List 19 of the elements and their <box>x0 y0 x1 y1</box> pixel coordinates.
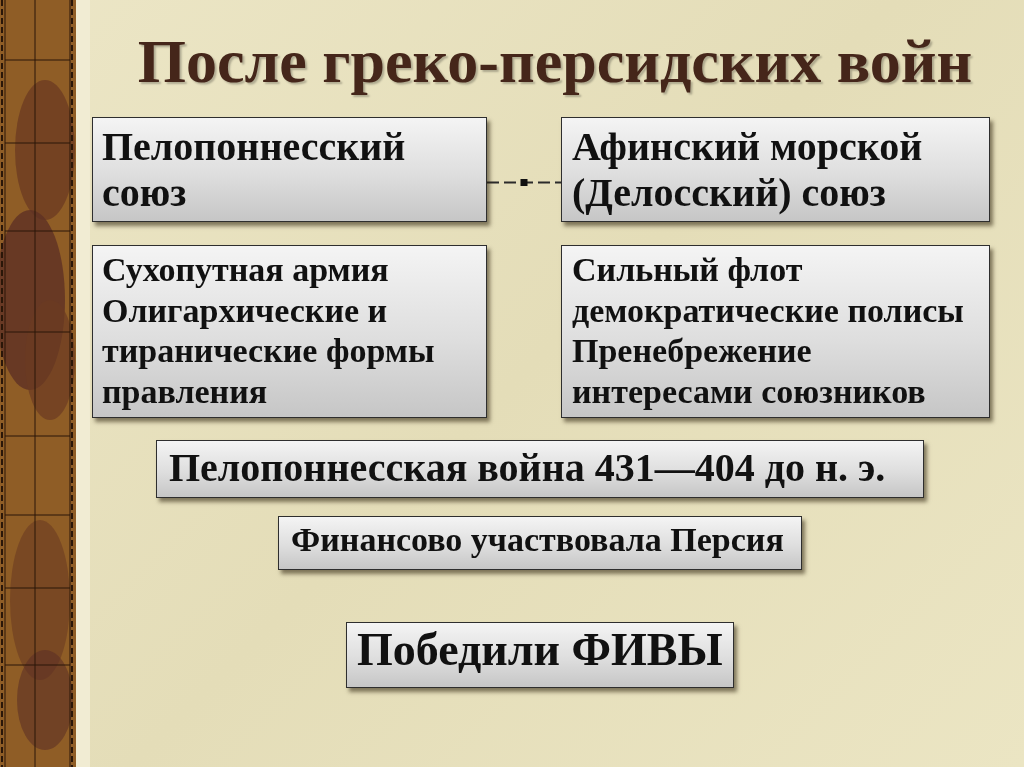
list-item-text: Сухопутная армия <box>102 250 389 290</box>
union-box <box>561 117 990 222</box>
dashed-connector <box>486 181 562 184</box>
union-box <box>92 117 487 222</box>
list-item-text: демократические полисы <box>572 290 964 331</box>
list-item-text: Олигархические и тиранические формы правления <box>102 290 436 412</box>
traits-box <box>92 245 487 418</box>
note-box <box>278 516 802 570</box>
list-item-text: Пренебрежение интересами союзников <box>572 331 927 412</box>
box-text: Пелопоннесский союз <box>102 124 407 216</box>
result-box <box>346 622 734 688</box>
slide-title: После греко-персидских войн <box>136 26 974 97</box>
list-item-text: Сильный флот <box>572 250 803 290</box>
box-text: Пелопоннесская война 431—404 до н. э. <box>169 444 886 492</box>
box-text: Победили ФИВЫ <box>357 623 723 677</box>
box-text: Финансово участвовала Персия <box>291 520 784 560</box>
traits-box <box>561 245 990 418</box>
war-box <box>156 440 924 498</box>
box-text: Афинский морской (Делосский) союз <box>572 124 924 216</box>
